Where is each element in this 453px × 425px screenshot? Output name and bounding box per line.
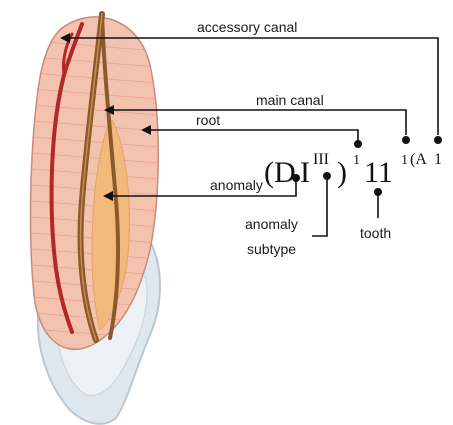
label-tooth: tooth <box>360 225 391 241</box>
root-dot <box>354 140 362 148</box>
formula-subtype-sup: III <box>313 151 329 168</box>
label-accessory-canal: accessory canal <box>197 19 297 35</box>
label-root: root <box>196 112 220 128</box>
accessory-canal-dot <box>434 136 442 144</box>
subtype-dot <box>323 172 331 180</box>
subtype-leader <box>312 178 327 236</box>
formula-open: (D <box>264 156 296 189</box>
formula-main-canal-sup: 1 <box>401 153 408 168</box>
formula-tooth-number: 11 <box>364 156 393 189</box>
formula-close: ) <box>337 156 347 189</box>
main-canal-dot <box>402 136 410 144</box>
label-main-canal: main canal <box>256 92 324 108</box>
formula-accessory-sup: 1 <box>434 151 442 168</box>
formula-accessory: (A <box>410 151 427 168</box>
root-leader <box>148 130 358 142</box>
label-anomaly: anomaly <box>210 177 263 193</box>
classification-formula: (D I III ) 1 11 1 (A 1 <box>264 151 442 189</box>
tooth-dot <box>374 188 382 196</box>
label-anomaly-subtype-line1: anomaly <box>245 216 298 232</box>
label-anomaly-subtype-line2: subtype <box>247 241 296 257</box>
formula-root-sup: 1 <box>353 153 360 168</box>
formula-anomaly-letter: I <box>300 156 310 189</box>
